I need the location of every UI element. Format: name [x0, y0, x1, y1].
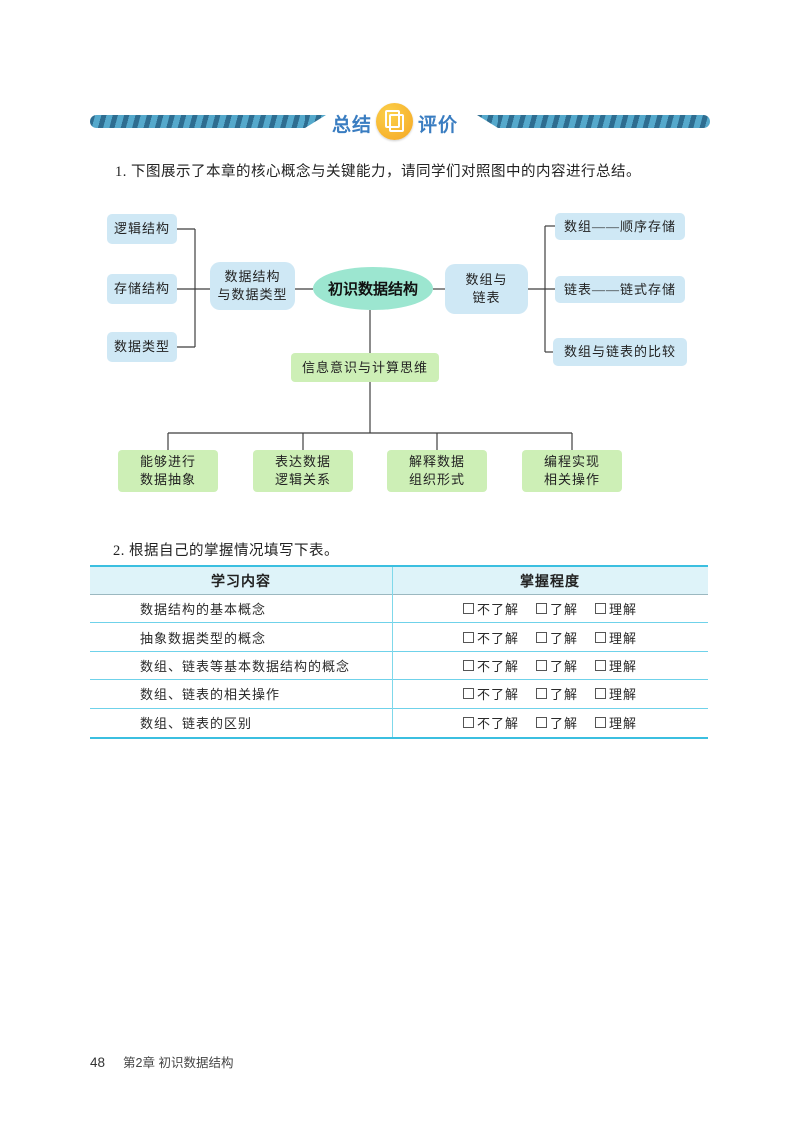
row-options: 不了解 了解 理解	[392, 656, 708, 675]
banner-ribbon-right	[498, 115, 710, 128]
checkbox-icon	[595, 717, 606, 729]
checkbox-icon	[535, 688, 547, 700]
checkbox-icon	[535, 603, 547, 615]
table-row: 数组、链表的区别 不了解 了解 理解	[90, 709, 708, 737]
checkbox-icon	[462, 631, 474, 643]
checkbox-icon	[535, 717, 547, 729]
row-options: 不了解 了解 理解	[392, 628, 708, 647]
row-label: 抽象数据类型的概念	[140, 630, 267, 646]
option-understood: 了解	[535, 684, 578, 703]
option-understood: 了解	[535, 628, 578, 647]
instruction-1: 1. 下图展示了本章的核心概念与关键能力，请同学们对照图中的内容进行总结。	[115, 164, 641, 180]
banner-title-summary: 总结	[332, 115, 373, 136]
option-not-understood: 不了解	[462, 684, 519, 703]
option-not-understood: 不了解	[462, 599, 519, 618]
checkbox-icon	[535, 631, 547, 643]
table-header-row: 学习内容 掌握程度	[90, 567, 708, 595]
node-linkedlist-linked-storage: 链表——链式存储	[555, 276, 685, 303]
instruction-2: 2. 根据自己的掌握情况填写下表。	[113, 543, 339, 559]
page-footer: 48 第2章 初识数据结构	[90, 1052, 233, 1071]
node-information-awareness-computational-thinking: 信息意识与计算思维	[291, 353, 439, 382]
option-comprehended: 理解	[595, 599, 637, 618]
node-express-logical-relations: 表达数据 逻辑关系	[253, 450, 353, 492]
checkbox-icon	[595, 631, 606, 643]
node-logical-structure: 逻辑结构	[107, 214, 177, 244]
option-not-understood: 不了解	[462, 628, 519, 647]
option-comprehended: 理解	[595, 684, 637, 703]
banner-ribbon-left	[90, 115, 305, 128]
banner-ribbon-left-tail	[305, 115, 326, 128]
checkbox-icon	[462, 603, 474, 615]
row-label: 数组、链表等基本数据结构的概念	[140, 658, 351, 674]
checkbox-icon	[595, 659, 606, 671]
header-mastery-level: 掌握程度	[520, 572, 580, 589]
table-column-divider	[392, 567, 393, 737]
node-data-type: 数据类型	[107, 332, 177, 362]
node-perform-data-abstraction: 能够进行 数据抽象	[118, 450, 218, 492]
node-explain-data-organization: 解释数据 组织形式	[387, 450, 487, 492]
checkbox-icon	[462, 717, 474, 729]
table-row: 数组、链表的相关操作 不了解 了解 理解	[90, 680, 708, 709]
node-data-structure-and-types: 数据结构 与数据类型	[210, 262, 295, 310]
node-root-intro-data-structures: 初识数据结构	[313, 267, 433, 310]
chapter-title: 第2章 初识数据结构	[123, 1056, 234, 1070]
row-options: 不了解 了解 理解	[392, 713, 708, 732]
node-program-related-operations: 编程实现 相关操作	[522, 450, 622, 492]
checkbox-icon	[462, 659, 474, 671]
option-understood: 了解	[535, 656, 578, 675]
node-storage-structure: 存储结构	[107, 274, 177, 304]
document-pages-icon	[376, 103, 413, 140]
document-page-front	[389, 114, 404, 132]
node-array-vs-linkedlist-comparison: 数组与链表的比较	[553, 338, 687, 366]
table-row: 抽象数据类型的概念 不了解 了解 理解	[90, 623, 708, 652]
option-comprehended: 理解	[595, 656, 637, 675]
node-array-sequential-storage: 数组——顺序存储	[555, 213, 685, 240]
option-not-understood: 不了解	[462, 656, 519, 675]
self-assessment-table: 学习内容 掌握程度 数据结构的基本概念 不了解 了解 理解 抽象数据类型的概念 …	[90, 565, 708, 739]
table-row: 数组、链表等基本数据结构的概念 不了解 了解 理解	[90, 652, 708, 681]
header-learning-content: 学习内容	[211, 572, 271, 589]
page-number: 48	[90, 1055, 106, 1070]
checkbox-icon	[595, 688, 606, 700]
option-comprehended: 理解	[595, 628, 637, 647]
option-understood: 了解	[535, 713, 578, 732]
banner-ribbon-right-tail	[477, 115, 498, 128]
checkbox-icon	[462, 688, 474, 700]
option-understood: 了解	[535, 599, 578, 618]
checkbox-icon	[595, 603, 606, 615]
row-options: 不了解 了解 理解	[392, 599, 708, 618]
option-not-understood: 不了解	[462, 713, 519, 732]
document-page-back	[385, 110, 400, 128]
row-label: 数组、链表的区别	[140, 716, 253, 732]
row-label: 数组、链表的相关操作	[140, 687, 281, 703]
table-row: 数据结构的基本概念 不了解 了解 理解	[90, 595, 708, 624]
option-comprehended: 理解	[595, 713, 637, 732]
row-label: 数据结构的基本概念	[140, 602, 267, 618]
row-options: 不了解 了解 理解	[392, 684, 708, 703]
banner-title-evaluation: 评价	[418, 115, 459, 136]
node-arrays-and-linked-lists: 数组与 链表	[445, 264, 528, 314]
checkbox-icon	[535, 659, 547, 671]
